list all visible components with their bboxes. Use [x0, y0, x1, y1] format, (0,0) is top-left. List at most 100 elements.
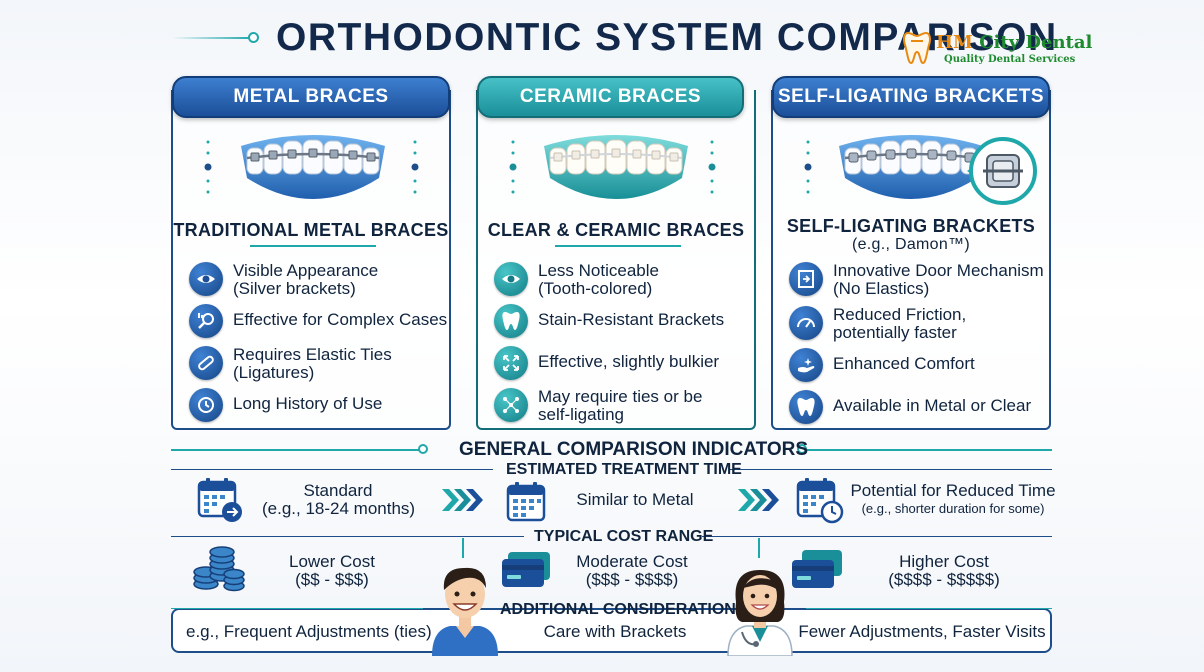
ceramic-braces-teeth-illustration	[544, 135, 688, 199]
chevrons-right-icon	[442, 489, 483, 511]
dotted-connector	[204, 140, 212, 194]
eye-icon	[494, 262, 528, 296]
elastic-band-icon	[189, 346, 223, 380]
feature-line: Enhanced Comfort	[833, 354, 975, 373]
column-self-ligating: SELF-LIGATING BRACKETS (e.g., Damon™) In…	[771, 90, 1051, 430]
row-line: ($$$ - $$$$)	[585, 570, 679, 589]
self-ligating-teeth-illustration	[839, 135, 983, 199]
feature-item: Enhanced Comfort	[789, 348, 975, 382]
additional-metal: e.g., Frequent Adjustments (ties)	[186, 622, 432, 641]
column-subtitle: TRADITIONAL METAL BRACES	[173, 220, 449, 240]
title-decor-dot	[248, 32, 259, 43]
row-line: Moderate Cost	[576, 552, 688, 571]
feature-item: Visible Appearance(Silver brackets)	[189, 262, 378, 298]
door-icon	[789, 262, 823, 296]
additional-considerations-box	[171, 608, 1052, 653]
logo-name: HM City Dental	[936, 32, 1092, 53]
cost-ceramic: Moderate Cost($$$ - $$$$)	[556, 553, 708, 589]
general-comparison-heading: GENERAL COMPARISON INDICATORS	[459, 439, 809, 460]
row-line: (e.g., 18-24 months)	[262, 499, 416, 518]
metal-braces-teeth-illustration	[241, 135, 385, 199]
feature-line: Stain-Resistant Brackets	[538, 310, 725, 329]
feature-line: (Tooth-colored)	[538, 279, 653, 298]
patient-avatar	[432, 567, 498, 656]
divider-line	[806, 608, 1052, 609]
feature-line: Requires Elastic Ties	[233, 345, 392, 364]
logo-name-prefix: HM	[936, 32, 973, 53]
calendar-icon	[506, 482, 546, 522]
row-line: Standard	[303, 481, 373, 500]
separator	[462, 538, 464, 558]
bracket-zoom-icon	[967, 137, 1037, 205]
treatment-time-self-ligating: Potential for Reduced Time(e.g., shorter…	[846, 482, 1060, 518]
divider-line	[730, 469, 1052, 470]
divider-line	[702, 536, 1052, 537]
logo-name-rest: City Dental	[972, 32, 1093, 53]
column-header-self-ligating: SELF-LIGATING BRACKETS	[772, 76, 1050, 118]
dotted-connector	[509, 140, 517, 194]
subtitle-rule	[250, 245, 376, 247]
clinic-logo: HM City Dental Quality Dental Services	[902, 30, 1092, 70]
dotted-connector	[411, 140, 419, 194]
tooth-icon	[903, 31, 931, 65]
additional-self-ligating: Fewer Adjustments, Faster Visits	[798, 622, 1046, 641]
divider-line	[171, 608, 423, 609]
feature-item: Available in Metal or Clear	[789, 390, 1031, 424]
history-clock-icon	[189, 388, 223, 422]
eye-icon	[189, 262, 223, 296]
column-subtitle: CLEAR & CERAMIC BRACES	[487, 220, 745, 240]
calendar-arrow-icon	[197, 478, 242, 522]
additional-considerations-label: ADDITIONAL CONSIDERATIONS	[500, 601, 747, 618]
magnifier-chart-icon	[189, 304, 223, 338]
card-icon	[502, 552, 550, 587]
feature-line: Available in Metal or Clear	[833, 396, 1032, 415]
row-line: Higher Cost	[899, 552, 989, 571]
feature-item: Stain-Resistant Brackets	[494, 304, 724, 338]
row-line: ($$ - $$$)	[295, 570, 369, 589]
treatment-time-ceramic: Similar to Metal	[560, 491, 710, 509]
row-line: ($$$$ - $$$$$)	[888, 570, 1000, 589]
divider-line	[807, 449, 1052, 451]
feature-line: self-ligating	[538, 405, 624, 424]
divider-dot	[797, 444, 807, 454]
treatment-time-label: ESTIMATED TREATMENT TIME	[506, 461, 742, 478]
feature-line: Visible Appearance	[233, 261, 379, 280]
coins-icon	[193, 546, 245, 592]
cost-range-label: TYPICAL COST RANGE	[534, 528, 714, 545]
feature-item: Requires Elastic Ties(Ligatures)	[189, 346, 392, 382]
subtitle-rule	[555, 245, 681, 247]
column-metal-braces: TRADITIONAL METAL BRACES Visible Appeara…	[171, 90, 451, 430]
separator	[758, 538, 760, 558]
feature-item: Long History of Use	[189, 388, 382, 422]
feature-line: (No Elastics)	[833, 279, 930, 298]
additional-ceramic: Care with Brackets	[543, 622, 687, 641]
feature-item: Innovative Door Mechanism(No Elastics)	[789, 262, 1044, 298]
feature-item: Effective, slightly bulkier	[494, 346, 719, 380]
cost-self-ligating: Higher Cost($$$$ - $$$$$)	[866, 553, 1022, 589]
feature-line: Less Noticeable	[538, 261, 659, 280]
divider-line	[171, 536, 524, 537]
calendar-clock-icon	[796, 478, 844, 524]
treatment-time-metal: Standard(e.g., 18-24 months)	[262, 481, 416, 518]
feature-line: Long History of Use	[233, 394, 383, 413]
feature-line: Effective for Complex Cases	[233, 310, 448, 329]
feature-item: Effective for Complex Cases	[189, 304, 447, 338]
tooth-icon	[494, 304, 528, 338]
divider-line	[171, 469, 493, 470]
row-line: Lower Cost	[289, 552, 375, 571]
feature-line: Innovative Door Mechanism	[833, 261, 1044, 280]
feature-line: May require ties or be	[538, 387, 703, 406]
column-header-metal: METAL BRACES	[172, 76, 450, 118]
column-subtitle: SELF-LIGATING BRACKETS	[786, 216, 1036, 236]
dotted-connector	[708, 140, 716, 194]
network-icon	[494, 388, 528, 422]
cost-metal: Lower Cost($$ - $$$)	[262, 553, 402, 589]
logo-tagline: Quality Dental Services	[944, 54, 1076, 65]
title-decor-line	[172, 37, 252, 39]
row-line: (e.g., shorter duration for some)	[861, 501, 1045, 516]
column-ceramic-braces: CLEAR & CERAMIC BRACES Less Noticeable(T…	[476, 90, 756, 430]
expand-arrows-icon	[494, 346, 528, 380]
hand-comfort-icon	[789, 348, 823, 382]
chevrons-right-icon	[738, 489, 779, 511]
